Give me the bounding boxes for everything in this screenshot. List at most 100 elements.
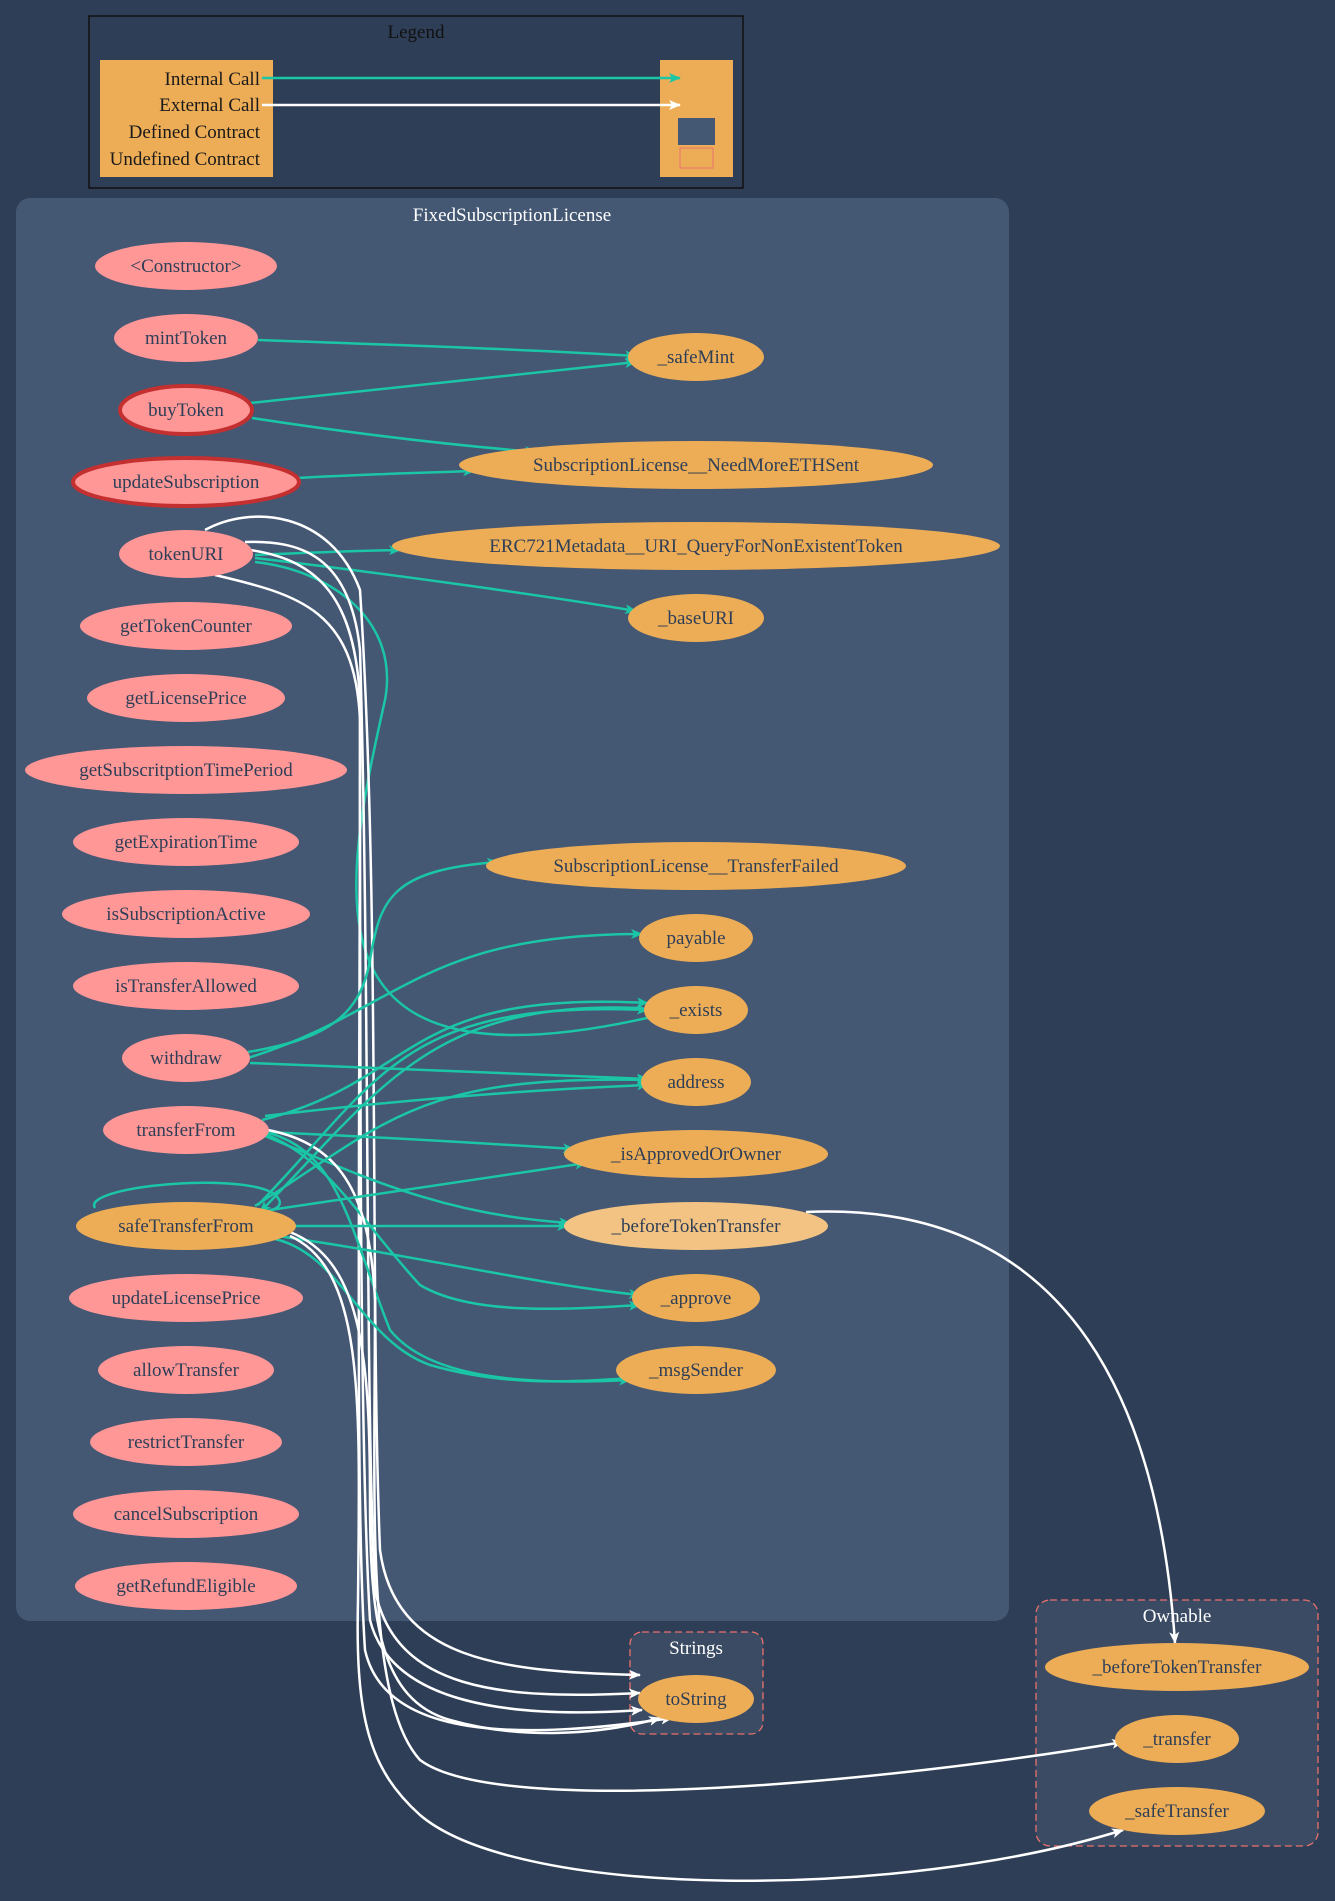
node-toString[interactable]: toString: [638, 1675, 754, 1723]
svg-text:isTransferAllowed: isTransferAllowed: [115, 976, 257, 997]
cluster-ownable-title: Ownable: [1143, 1606, 1212, 1627]
node-tokenURI[interactable]: tokenURI: [119, 530, 253, 578]
svg-text:getExpirationTime: getExpirationTime: [115, 832, 258, 853]
node-needMoreEth[interactable]: SubscriptionLicense__NeedMoreETHSent: [459, 441, 933, 489]
node-ownable-beforeTokenTransfer[interactable]: _beforeTokenTransfer: [1045, 1643, 1309, 1691]
node-exists[interactable]: _exists: [644, 986, 748, 1034]
node-getTokenCounter[interactable]: getTokenCounter: [80, 602, 292, 650]
svg-text:_exists: _exists: [669, 1000, 723, 1021]
edge-buyToken-needMoreEth: [251, 416, 537, 457]
svg-text:updateLicensePrice: updateLicensePrice: [112, 1288, 261, 1309]
node-constructor[interactable]: <Constructor>: [95, 242, 277, 290]
node-baseURI[interactable]: _baseURI: [628, 594, 764, 642]
edge-transferFrom-address: [264, 1080, 649, 1118]
svg-text:_beforeTokenTransfer: _beforeTokenTransfer: [611, 1216, 782, 1237]
svg-text:allowTransfer: allowTransfer: [133, 1360, 240, 1381]
edge-buyToken-safeMint: [249, 358, 637, 405]
edge-withdraw-payable: [247, 929, 643, 1060]
edge-safeTransferFrom-approve: [277, 1234, 641, 1299]
svg-text:mintToken: mintToken: [145, 328, 228, 349]
svg-text:transferFrom: transferFrom: [136, 1120, 235, 1141]
svg-text:_isApprovedOrOwner: _isApprovedOrOwner: [610, 1144, 782, 1165]
node-approve[interactable]: _approve: [632, 1274, 760, 1322]
edge-beforeTokenTransfer-ownableBeforeTokenTransfer: [805, 1210, 1180, 1644]
svg-text:_safeMint: _safeMint: [656, 347, 735, 368]
node-transferFrom[interactable]: transferFrom: [103, 1106, 269, 1154]
node-safeTransferFrom[interactable]: safeTransferFrom: [76, 1202, 296, 1250]
legend-defined-contract-label: Defined Contract: [129, 122, 261, 143]
node-payable[interactable]: payable: [639, 914, 753, 962]
edge-tokenURI-toString-3: [249, 548, 643, 1716]
legend-internal-call-label: Internal Call: [165, 69, 261, 90]
svg-text:getRefundEligible: getRefundEligible: [116, 1576, 255, 1597]
edge-safeTransferFrom-exists: [257, 1004, 649, 1206]
svg-text:isSubscriptionActive: isSubscriptionActive: [106, 904, 265, 925]
node-isApprovedOrOwner[interactable]: _isApprovedOrOwner: [564, 1130, 828, 1178]
node-cancelSubscription[interactable]: cancelSubscription: [73, 1490, 299, 1538]
svg-text:payable: payable: [666, 928, 725, 949]
node-getLicensePrice[interactable]: getLicensePrice: [87, 674, 285, 722]
edge-updateSubscription-needMoreEth: [297, 466, 475, 480]
node-safeMint[interactable]: _safeMint: [628, 333, 764, 381]
edge-transferFrom-ownableTransfer: [267, 1128, 1124, 1792]
svg-text:updateSubscription: updateSubscription: [113, 472, 260, 493]
edge-safeTransferFrom-msgSender: [269, 1236, 633, 1384]
node-beforeTokenTransfer[interactable]: _beforeTokenTransfer: [564, 1202, 828, 1250]
node-buyToken[interactable]: buyToken: [118, 384, 254, 436]
svg-text:safeTransferFrom: safeTransferFrom: [118, 1216, 254, 1237]
svg-text:withdraw: withdraw: [150, 1048, 222, 1069]
edge-withdraw-address: [249, 1061, 649, 1084]
node-restrictTransfer[interactable]: restrictTransfer: [90, 1418, 282, 1466]
cluster-strings-title: Strings: [669, 1638, 723, 1659]
svg-text:restrictTransfer: restrictTransfer: [128, 1432, 245, 1453]
node-updateSubscription[interactable]: updateSubscription: [71, 456, 301, 508]
svg-text:_baseURI: _baseURI: [657, 608, 734, 629]
node-isTransferAllowed[interactable]: isTransferAllowed: [73, 962, 299, 1010]
node-getExpirationTime[interactable]: getExpirationTime: [73, 818, 299, 866]
legend-defined-contract-swatch: [678, 118, 715, 145]
node-withdraw[interactable]: withdraw: [122, 1034, 250, 1082]
node-address[interactable]: address: [641, 1058, 751, 1106]
edge-safeTransferFrom-toString: [289, 1230, 661, 1735]
node-allowTransfer[interactable]: allowTransfer: [98, 1346, 274, 1394]
node-isSubscriptionActive[interactable]: isSubscriptionActive: [62, 890, 310, 938]
edge-tokenURI-baseURI: [254, 556, 637, 615]
node-mintToken[interactable]: mintToken: [114, 314, 258, 362]
edge-tokenURI-toString-1: [204, 515, 641, 1680]
edge-safeTransferFrom-address: [254, 1074, 649, 1208]
legend-title: Legend: [388, 22, 445, 43]
node-getSubscritptionTimePeriod[interactable]: getSubscritptionTimePeriod: [25, 746, 347, 794]
legend-labels-panel: [100, 60, 273, 177]
svg-text:toString: toString: [665, 1689, 727, 1710]
svg-text:_msgSender: _msgSender: [648, 1360, 744, 1381]
edge-safeTransferFrom-ownableSafeTransfer: [289, 1234, 1124, 1882]
edge-transferFrom-approve: [264, 1132, 641, 1311]
svg-text:getTokenCounter: getTokenCounter: [120, 616, 252, 637]
svg-text:_beforeTokenTransfer: _beforeTokenTransfer: [1092, 1657, 1263, 1678]
node-msgSender[interactable]: _msgSender: [616, 1346, 776, 1394]
legend-external-call-label: External Call: [159, 95, 260, 116]
node-ownable-transfer[interactable]: _transfer: [1115, 1715, 1239, 1763]
node-uriQuery[interactable]: ERC721Metadata__URI_QueryForNonExistentT…: [392, 522, 1000, 570]
svg-text:ERC721Metadata__URI_QueryForNo: ERC721Metadata__URI_QueryForNonExistentT…: [489, 536, 903, 557]
edge-safeTransferFrom-isApprovedOrOwner: [269, 1159, 587, 1212]
legend-undefined-contract-swatch: [679, 147, 714, 169]
svg-text:<Constructor>: <Constructor>: [130, 256, 241, 277]
svg-text:_approve: _approve: [660, 1288, 732, 1309]
svg-text:cancelSubscription: cancelSubscription: [114, 1504, 259, 1525]
svg-text:SubscriptionLicense__NeedMoreE: SubscriptionLicense__NeedMoreETHSent: [533, 455, 860, 476]
svg-text:_transfer: _transfer: [1142, 1729, 1211, 1750]
node-ownable-safeTransfer[interactable]: _safeTransfer: [1089, 1787, 1265, 1835]
edge-tokenURI-toString-4: [214, 573, 673, 1732]
svg-text:buyToken: buyToken: [148, 400, 224, 421]
svg-text:_safeTransfer: _safeTransfer: [1124, 1801, 1229, 1822]
svg-text:getLicensePrice: getLicensePrice: [125, 688, 246, 709]
legend: Legend Internal Call External Call Defin…: [88, 15, 744, 189]
node-updateLicensePrice[interactable]: updateLicensePrice: [69, 1274, 303, 1322]
node-getRefundEligible[interactable]: getRefundEligible: [75, 1562, 297, 1610]
node-transferFailed[interactable]: SubscriptionLicense__TransferFailed: [486, 842, 906, 890]
svg-text:SubscriptionLicense__TransferF: SubscriptionLicense__TransferFailed: [553, 856, 839, 877]
edge-transferFrom-exists: [261, 997, 649, 1122]
svg-text:address: address: [668, 1072, 725, 1093]
